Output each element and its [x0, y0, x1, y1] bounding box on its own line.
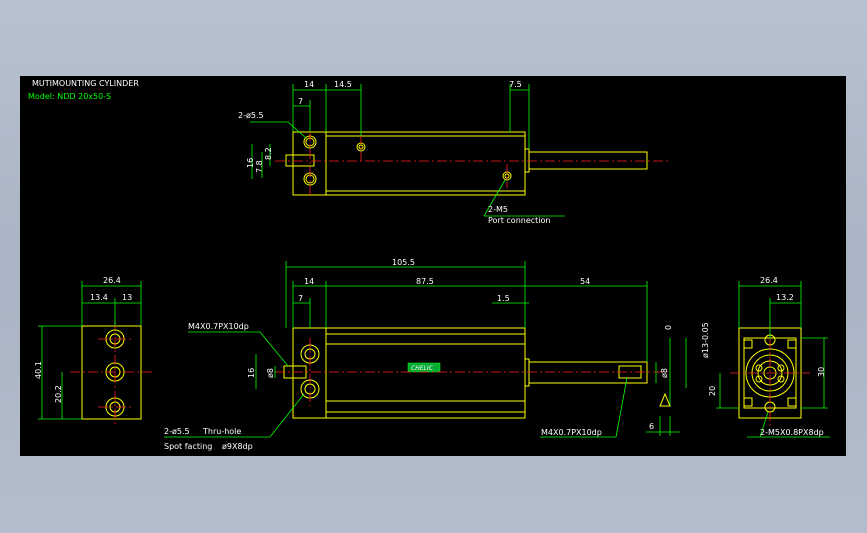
dim-front-0: 0 — [664, 325, 673, 330]
dim-front-7: 7 — [298, 294, 303, 303]
top-view — [275, 131, 670, 196]
dim-front-hole: 2-ø5.5 — [164, 427, 190, 436]
dim-front-o8-left: ø8 — [266, 368, 275, 378]
front-view: CHELIC — [275, 327, 670, 419]
dim-top-7-8: 7.8 — [255, 160, 264, 173]
dim-front-54: 54 — [580, 277, 590, 286]
model-label: Model: NDD 20x50-S — [28, 92, 111, 101]
dim-right-m5: 2-M5X0.8PX8dp — [760, 428, 824, 437]
dim-side-13-4: 13.4 — [90, 293, 108, 302]
dim-right-30: 30 — [817, 367, 826, 377]
drawing-title: MUTIMOUNTING CYLINDER — [32, 79, 139, 88]
dim-top-14: 14 — [304, 80, 314, 89]
dim-front-m4-right: M4X0.7PX10dp — [541, 428, 602, 437]
dim-front-105-5: 105.5 — [392, 258, 415, 267]
dim-front-14: 14 — [304, 277, 314, 286]
dim-front-16: 16 — [247, 368, 256, 378]
dim-top-port-connection: Port connection — [488, 216, 550, 225]
dim-front-thru: Thru-hole — [202, 427, 241, 436]
dim-right-26-4: 26.4 — [760, 276, 778, 285]
dim-top-hole: 2-ø5.5 — [238, 111, 264, 120]
right-end-dimensions — [716, 281, 830, 438]
left-side-dimensions — [38, 281, 142, 420]
dim-side-13: 13 — [122, 293, 132, 302]
dim-top-port: 2-M5 — [488, 205, 508, 214]
dim-side-26-4: 26.4 — [103, 276, 121, 285]
right-end-view — [730, 321, 810, 426]
dim-top-7: 7 — [298, 97, 303, 106]
dim-side-20-2: 20.2 — [54, 385, 63, 403]
left-side-view — [70, 319, 155, 424]
dim-front-spot: Spot facting — [164, 442, 212, 451]
dim-right-13-2: 13.2 — [776, 293, 794, 302]
dim-front-6: 6 — [649, 422, 654, 431]
dim-top-8-2: 8.2 — [264, 147, 273, 160]
dim-top-16: 16 — [246, 158, 255, 168]
front-view-dimensions — [164, 261, 687, 438]
dim-right-20: 20 — [708, 386, 717, 396]
cylinder-drawing: MUTIMOUNTING CYLINDER Model: NDD 20x50-S — [28, 79, 830, 451]
dim-top-14-5: 14.5 — [334, 80, 352, 89]
dim-front-87-5: 87.5 — [416, 277, 434, 286]
chelic-logo-text: CHELIC — [411, 365, 434, 372]
cad-drawing-area: MUTIMOUNTING CYLINDER Model: NDD 20x50-S — [20, 76, 846, 456]
dim-front-13: ø13-0.05 — [701, 322, 710, 358]
dim-front-spot-size: ø9X8dp — [222, 442, 253, 451]
top-view-dimensions — [250, 84, 565, 217]
dim-side-40-1: 40.1 — [34, 361, 43, 379]
dim-top-7-5: 7.5 — [509, 80, 522, 89]
dim-front-1-5: 1.5 — [497, 294, 510, 303]
dim-front-o8-right: ø8 — [660, 368, 669, 378]
dim-front-m4-left: M4X0.7PX10dp — [188, 322, 249, 331]
